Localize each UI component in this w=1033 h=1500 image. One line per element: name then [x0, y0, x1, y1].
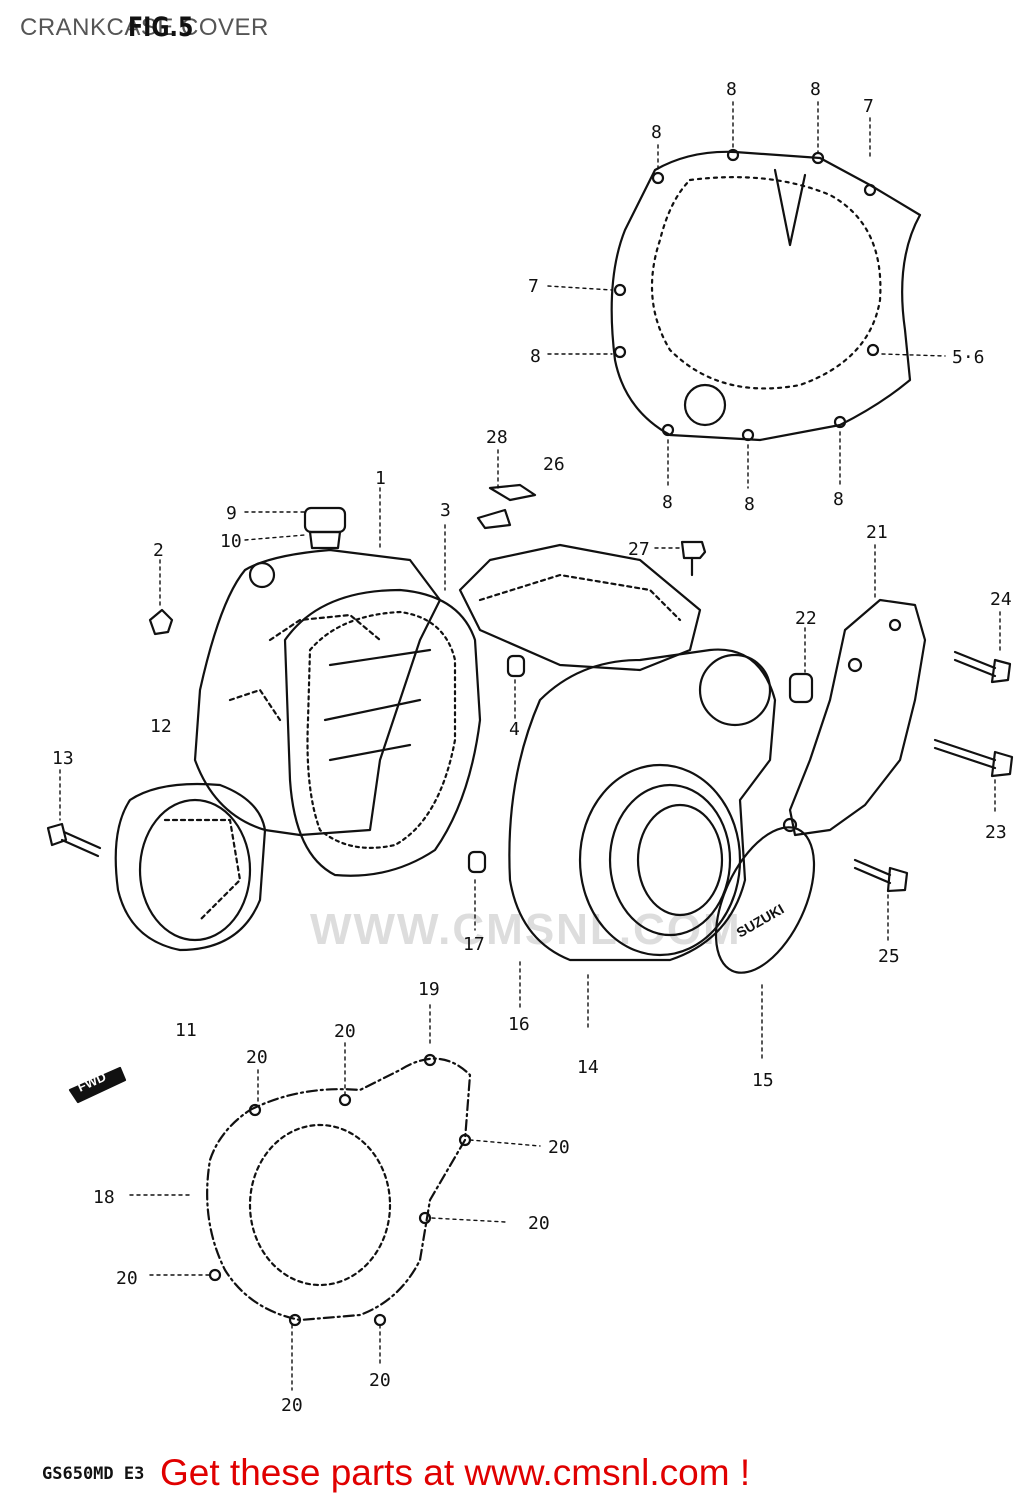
part-number-20-b: 20 [334, 1021, 356, 1042]
part-number-10: 10 [220, 531, 242, 552]
oil-filler-cap [303, 506, 347, 550]
bolt-27 [680, 540, 707, 577]
part-number-8-d: 8 [530, 346, 541, 367]
cover-gasket [283, 588, 482, 877]
part-number-22: 22 [795, 608, 817, 629]
part-number-19: 19 [418, 979, 440, 1000]
leader-lines [59, 101, 1001, 1391]
small-nut [148, 608, 174, 636]
part-number-3: 3 [440, 500, 451, 521]
part-number-20-a: 20 [246, 1047, 268, 1068]
part-number-11: 11 [175, 1020, 197, 1041]
bolt-24 [953, 650, 1012, 684]
dowel-pin [506, 654, 526, 678]
model-code: GS650MD E3 [42, 1464, 145, 1484]
collar [788, 672, 814, 704]
part-number-18: 18 [93, 1187, 115, 1208]
part-number-8-e: 8 [662, 492, 673, 513]
part-number-14: 14 [577, 1057, 599, 1078]
suzuki-badge-cover [714, 826, 816, 974]
part-number-21: 21 [866, 522, 888, 543]
figure-label: FIG.5 [128, 12, 194, 43]
part-number-2: 2 [153, 540, 164, 561]
part-number-7-a: 7 [863, 96, 874, 117]
part-number-26: 26 [543, 454, 565, 475]
clutch-cover [508, 648, 777, 962]
part-number-27: 27 [628, 539, 650, 560]
bolt-13 [46, 822, 102, 858]
part-number-8-b: 8 [726, 79, 737, 100]
part-number-20-d: 20 [528, 1213, 550, 1234]
fwd-arrow-icon [68, 1066, 127, 1104]
part-number-16: 16 [508, 1014, 530, 1035]
promo-link[interactable]: Get these parts at www.cmsnl.com ! [160, 1452, 751, 1493]
part-number-15: 15 [752, 1070, 774, 1091]
part-number-5-6: 5·6 [952, 347, 985, 368]
part-number-20-c: 20 [548, 1137, 570, 1158]
part-number-8-f: 8 [744, 494, 755, 515]
bolt-25 [853, 858, 909, 893]
bolt-23 [933, 738, 1014, 778]
part-number-20-e: 20 [116, 1268, 138, 1289]
part-number-23: 23 [985, 822, 1007, 843]
part-number-8-a: 8 [651, 122, 662, 143]
part-number-24: 24 [990, 589, 1012, 610]
part-number-17: 17 [463, 934, 485, 955]
clip-bracket [476, 483, 537, 530]
part-number-8-c: 8 [810, 79, 821, 100]
dowel-pin-lower [467, 850, 487, 874]
top-cover-plate [458, 543, 702, 672]
main-crankcase-cover [193, 548, 442, 837]
part-number-13: 13 [52, 748, 74, 769]
part-number-12: 12 [150, 716, 172, 737]
part-number-25: 25 [878, 946, 900, 967]
left-round-cover [114, 782, 267, 952]
generator-cover [206, 1053, 472, 1327]
part-number-9: 9 [226, 503, 237, 524]
part-number-4: 4 [509, 719, 520, 740]
page-title: CRANKCASE COVER [20, 14, 269, 41]
part-number-8-g: 8 [833, 489, 844, 510]
part-number-7-b: 7 [528, 276, 539, 297]
part-number-28: 28 [486, 427, 508, 448]
part-number-20-f: 20 [369, 1370, 391, 1391]
part-number-1: 1 [375, 468, 386, 489]
part-number-20-g: 20 [281, 1395, 303, 1416]
side-cover-plate [782, 598, 927, 837]
upper-right-cover [610, 148, 922, 442]
brand-badge-text: SUZUKI [734, 901, 787, 941]
